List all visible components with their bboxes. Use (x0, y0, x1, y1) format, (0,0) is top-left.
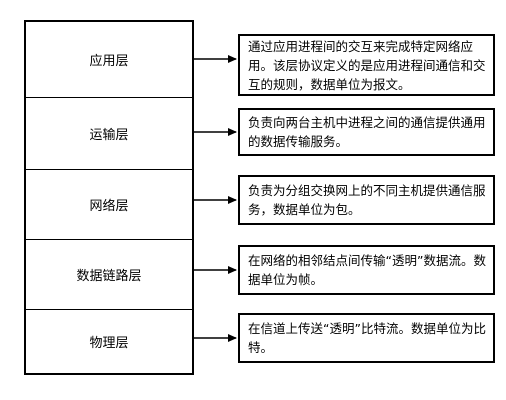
desc-application: 通过应用进程间的交互来完成特定网络应用。该层协议定义的是应用进程间通信和交互的规… (238, 34, 495, 96)
layer-application: 应用层 (26, 22, 192, 98)
desc-text: 在网络的相邻结点间传输“透明”数据流。数据单位为帧。 (248, 253, 486, 287)
layer-stack: 应用层 运输层 网络层 数据链路层 物理层 (24, 20, 194, 375)
layer-label: 物理层 (89, 336, 129, 351)
desc-text: 负责为分组交换网上的不同主机提供通信服务，数据单位为包。 (248, 183, 486, 217)
desc-network: 负责为分组交换网上的不同主机提供通信服务，数据单位为包。 (238, 175, 495, 225)
desc-text: 通过应用进程间的交互来完成特定网络应用。该层协议定义的是应用进程间通信和交互的规… (248, 38, 486, 92)
layer-network: 网络层 (26, 170, 192, 240)
desc-text: 在信道上传送“透明”比特流。数据单位为比特。 (248, 321, 486, 355)
layer-label: 数据链路层 (76, 269, 142, 284)
layer-data-link: 数据链路层 (26, 240, 192, 310)
desc-data-link: 在网络的相邻结点间传输“透明”数据流。数据单位为帧。 (238, 245, 495, 295)
desc-physical: 在信道上传送“透明”比特流。数据单位为比特。 (238, 313, 495, 363)
desc-text: 负责向两台主机中进程之间的通信提供通用的数据传输服务。 (248, 115, 486, 149)
layer-label: 应用层 (89, 54, 129, 69)
layer-transport: 运输层 (26, 98, 192, 170)
layer-physical: 物理层 (26, 310, 192, 373)
layer-label: 网络层 (89, 199, 129, 214)
desc-transport: 负责向两台主机中进程之间的通信提供通用的数据传输服务。 (238, 108, 495, 156)
layer-label: 运输层 (89, 128, 129, 143)
